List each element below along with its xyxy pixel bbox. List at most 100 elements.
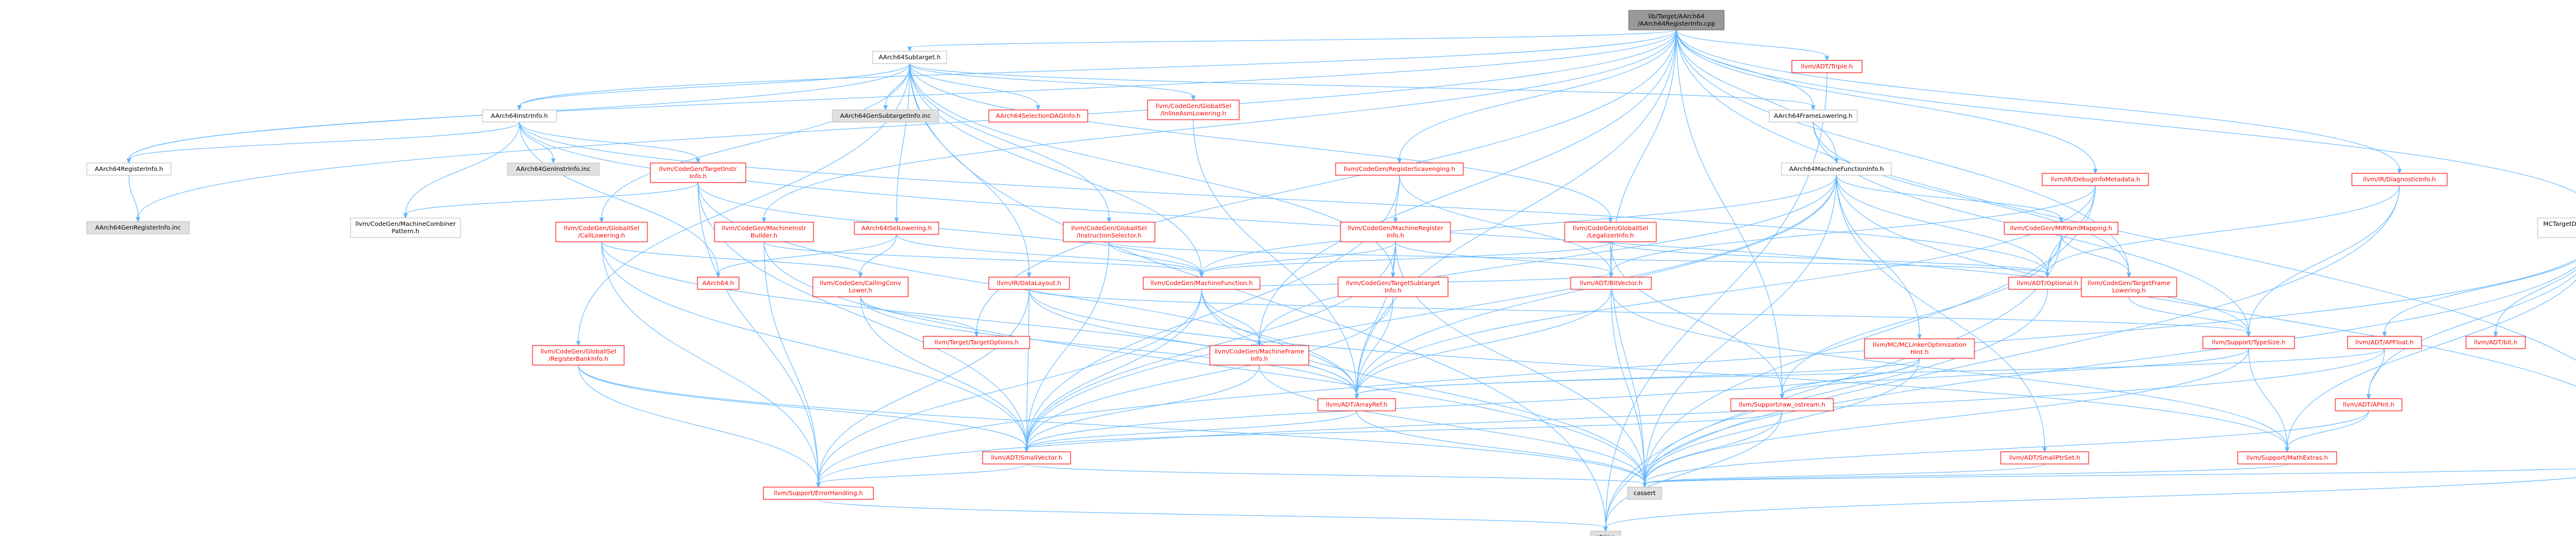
node-datalayout[interactable]: llvm/IR/DataLayout.h <box>988 277 1070 290</box>
node-miryamlmapping[interactable]: llvm/CodeGen/MIRYamlMapping.h <box>2004 222 2119 235</box>
node-registerinfo_h[interactable]: AArch64RegisterInfo.h <box>86 162 172 176</box>
node-root[interactable]: lib/Target/AArch64/AArch64RegisterInfo.c… <box>1628 10 1725 31</box>
node-aarch64_h[interactable]: AArch64.h <box>697 277 740 290</box>
edge-arrowhead <box>762 217 766 223</box>
node-arrayref[interactable]: llvm/ADT/ArrayRef.h <box>1317 398 1396 411</box>
edge-cc_calllowering-to-targetoptions <box>860 296 977 333</box>
node-label: llvm/ADT/bit.h <box>2474 339 2517 346</box>
node-box <box>507 162 600 176</box>
edge-arrowhead <box>2093 168 2098 175</box>
node-apfloat[interactable]: llvm/ADT/APFloat.h <box>2347 336 2422 349</box>
node-debuginfometadata[interactable]: llvm/IR/DebugInfoMetadata.h <box>2042 173 2149 186</box>
node-inlineasmlowering[interactable]: llvm/CodeGen/GlobalISel/InlineAsmLowerin… <box>1147 100 1240 120</box>
node-gisel_regbankinfo[interactable]: llvm/CodeGen/GlobalISel/RegisterBankInfo… <box>532 345 625 366</box>
node-mathextras[interactable]: llvm/Support/MathExtras.h <box>2237 451 2337 465</box>
node-typesize[interactable]: llvm/Support/TypeSize.h <box>2202 336 2295 349</box>
node-raw_ostream[interactable]: llvm/Support/raw_ostream.h <box>1730 398 1834 411</box>
edge-bitvector-to-cassert <box>1610 289 1645 484</box>
edge-arrowhead <box>551 158 556 164</box>
node-optional[interactable]: llvm/ADT/Optional.h <box>2008 277 2087 290</box>
edge-arrowhead <box>599 217 604 223</box>
node-selectiondaginfo[interactable]: AArch64SelectionDAGInfo.h <box>988 109 1088 123</box>
edge-typesize-to-cassert <box>1644 348 2249 484</box>
node-isellowering[interactable]: AArch64ISelLowering.h <box>854 222 939 235</box>
edge-apfloat-to-arrayref <box>1356 348 2385 396</box>
edge-debuginfometadata-to-bitvector <box>1610 185 2096 274</box>
edge-isellowering-to-machinefunction <box>896 234 1202 274</box>
node-label: llvm/CodeGen/RegisterScavenging.h <box>1344 166 1455 173</box>
node-box <box>812 277 909 297</box>
node-triple[interactable]: llvm/ADT/Triple.h <box>1791 60 1863 73</box>
node-subtarget[interactable]: AArch64Subtarget.h <box>872 51 947 64</box>
node-bit_h[interactable]: llvm/ADT/bit.h <box>2465 336 2526 349</box>
edge-ir_function-to-string <box>1605 477 2576 528</box>
edge-gisel_regbankinfo-to-cassert <box>578 364 1645 484</box>
node-gisel_legalizerinfo[interactable]: llvm/CodeGen/GlobalISel/LegalizerInfo.h <box>1564 222 1657 242</box>
edge-machineframeinfo-to-cassert <box>1259 364 1645 484</box>
edge-ir_function-to-cassert <box>1644 468 2576 484</box>
node-label: llvm/CodeGen/CallingConv <box>820 280 901 287</box>
edge-instrinfo-to-targetinstrinfo <box>519 121 699 160</box>
edge-root-to-machineinstrbuilder <box>763 29 1677 219</box>
edge-arrowhead <box>894 217 899 223</box>
edge-arrowhead <box>2493 331 2498 338</box>
edge-targetsubtargetinfo-to-smallvector <box>1026 296 1394 449</box>
node-targetoptions[interactable]: llvm/Target/TargetOptions.h <box>923 336 1030 349</box>
node-label: llvm/IR/DiagnosticInfo.h <box>2363 176 2436 183</box>
node-label: cassert <box>1634 490 1656 497</box>
edge-instrinfo-to-machinecombiner <box>405 121 520 215</box>
edge-root-to-diagnosticinfo <box>1676 29 2400 170</box>
edge-machinefunctioninfo-to-cassert <box>1644 175 1837 484</box>
node-diagnosticinfo[interactable]: llvm/IR/DiagnosticInfo.h <box>2351 173 2448 186</box>
edge-arrowhead <box>696 158 700 164</box>
edge-arrowhead <box>403 213 408 219</box>
edge-root-to-regscavenging <box>1399 29 1677 160</box>
edge-arrowhead <box>2285 447 2290 453</box>
edge-addressingmodes-to-errorhandling <box>818 259 2576 484</box>
node-errorhandling[interactable]: llvm/Support/ErrorHandling.h <box>763 487 874 500</box>
node-gisel_calllowering[interactable]: llvm/CodeGen/GlobalISel/CallLowering.h <box>555 222 648 242</box>
edge-inlineasmlowering-to-arrayref <box>1193 119 1357 396</box>
node-cassert: cassert <box>1627 487 1662 500</box>
edge-targetinstrinfo-to-errorhandling <box>697 182 819 484</box>
node-label: llvm/Support/ErrorHandling.h <box>774 490 863 497</box>
node-machinefunctioninfo[interactable]: AArch64MachineFunctionInfo.h <box>1781 162 1892 176</box>
edge-arrowhead <box>1191 95 1196 101</box>
edge-cc_calllowering-to-arrayref <box>860 296 1357 396</box>
node-box <box>697 277 740 290</box>
node-label: Info.h <box>689 173 707 180</box>
edge-gisel_regbankinfo-to-errorhandling <box>578 364 819 484</box>
node-label: llvm/CodeGen/GlobalISel <box>1071 225 1147 232</box>
node-instrinfo[interactable]: AArch64InstrInfo.h <box>482 109 557 123</box>
edge-arrowhead <box>974 331 979 338</box>
edge-datalayout-to-arrayref <box>1028 289 1357 396</box>
node-regscavenging[interactable]: llvm/CodeGen/RegisterScavenging.h <box>1335 162 1464 176</box>
node-apint[interactable]: llvm/ADT/APInt.h <box>2335 398 2403 411</box>
node-label: llvm/CodeGen/GlobalISel <box>1573 225 1648 232</box>
edge-arrowhead <box>907 46 912 53</box>
edge-instrinfo-to-geninstrinfo <box>519 121 554 160</box>
node-machinefunction[interactable]: llvm/CodeGen/MachineFunction.h <box>1143 277 1261 290</box>
node-smallvector[interactable]: llvm/ADT/SmallVector.h <box>982 451 1071 465</box>
node-framelowering[interactable]: AArch64FrameLowering.h <box>1769 109 1858 123</box>
edge-diagnosticinfo-to-optional <box>2047 185 2400 274</box>
node-gisel_instrselector[interactable]: llvm/CodeGen/GlobalISel/InstructionSelec… <box>1063 222 1155 242</box>
edge-arrowhead <box>816 482 821 488</box>
edge-layer <box>126 29 2576 532</box>
edge-raw_ostream-to-string <box>1605 410 1783 528</box>
node-bitvector[interactable]: llvm/ADT/BitVector.h <box>1570 277 1652 290</box>
node-label: llvm/CodeGen/MachineFrame <box>1215 349 1304 355</box>
edge-optional-to-cassert <box>1644 289 2048 484</box>
node-addressingmodes[interactable]: MCTargetDesc/AArch64AddressingModes.h <box>2537 217 2576 238</box>
edge-root-to-addressingmodes <box>1676 29 2576 194</box>
node-smallptrset[interactable]: llvm/ADT/SmallPtrSet.h <box>2000 451 2089 465</box>
